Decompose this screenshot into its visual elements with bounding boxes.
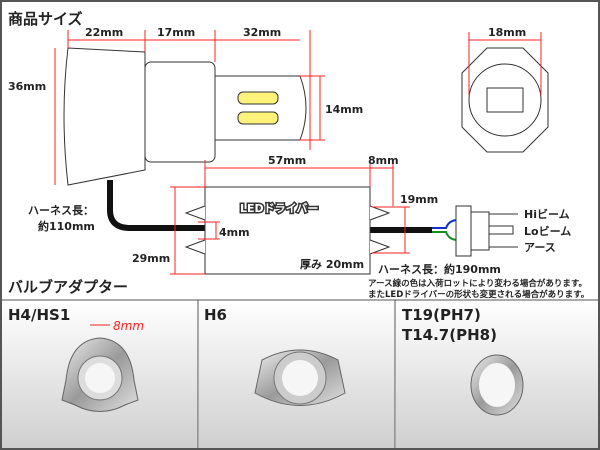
dim-bulb-height: 36mm — [8, 80, 46, 93]
adapter-name-alt: T14.7(PH8) — [402, 326, 497, 344]
dim-clip-height: 19mm — [400, 193, 438, 206]
dim-led-length: 32mm — [243, 26, 281, 39]
adapter-tab-dim: 8mm — [113, 319, 144, 333]
dim-clip-gap: 4mm — [219, 226, 250, 239]
adapter-name: T19(PH7) — [402, 306, 481, 324]
adapter-panel-h4: H4/HS1 8mm — [2, 300, 198, 448]
dim-octagon: 18mm — [488, 26, 526, 39]
driver-thickness: 厚み 20mm — [300, 258, 364, 271]
section-title: 商品サイズ — [8, 10, 83, 28]
harness-cable-left — [107, 180, 205, 231]
adapter-panel-h6: H6 — [197, 300, 395, 448]
dim-driver-height: 29mm — [132, 252, 170, 265]
dim-neck-length: 17mm — [157, 26, 195, 39]
dim-led-height: 14mm — [325, 103, 363, 116]
hi-beam-label: Hiビーム — [524, 207, 570, 221]
driver-label: LEDドライバー — [240, 202, 318, 215]
bulb-dimension-lines — [54, 30, 325, 185]
harness-left-label: ハーネス長： — [28, 204, 94, 217]
led-chip — [237, 111, 279, 125]
note-ground-wire: アース線の色は入荷ロットにより変わる場合があります。 — [368, 278, 587, 289]
adapter-title: バルブアダプター — [8, 278, 128, 296]
dim-driver-end: 8mm — [368, 154, 399, 167]
driver-dimension-lines — [170, 160, 410, 275]
adapter-name: H4/HS1 — [8, 306, 70, 324]
led-chip — [237, 91, 279, 105]
octagon-base-drawing — [461, 32, 549, 153]
note-driver-shape: またLEDドライバーの形状も変更される場合があります。 — [368, 289, 589, 300]
lo-beam-label: Loビーム — [524, 224, 571, 238]
h4-connector — [455, 205, 518, 257]
dim-base-length: 22mm — [85, 26, 123, 39]
led-driver-drawing — [184, 186, 391, 275]
adapter-panel-t19: T19(PH7) T14.7(PH8) — [394, 300, 598, 448]
adapter-name: H6 — [204, 306, 227, 324]
dim-driver-length: 57mm — [268, 154, 306, 167]
harness-left-length: 約110mm — [38, 219, 95, 233]
ground-label: アース — [524, 241, 556, 254]
harness-right-length: ハーネス長：約190mm — [378, 262, 501, 276]
